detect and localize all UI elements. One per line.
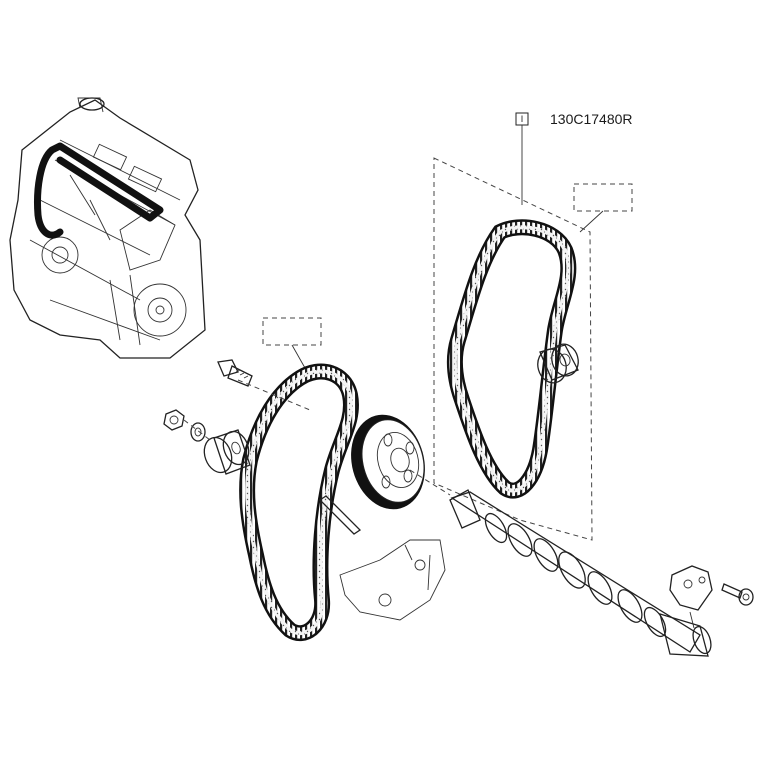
camshaft-sprocket — [351, 414, 425, 510]
reference-code: 130C17480R — [550, 111, 633, 127]
label-placeholder-lower — [262, 317, 322, 346]
kit-boundary-dashed — [433, 157, 593, 541]
kit-timing-belt — [446, 219, 577, 499]
camshaft — [449, 489, 712, 657]
nut — [163, 409, 185, 431]
lower-tensioner-roller — [203, 429, 251, 475]
tensioner-bolt — [217, 359, 253, 387]
label-placeholder-upper — [573, 183, 633, 212]
thrust-plate-bolt — [721, 583, 754, 606]
lower-timing-belt — [239, 363, 359, 642]
dowel-pin — [318, 495, 362, 535]
engine-belt-highlight — [34, 142, 164, 239]
mounting-bracket — [339, 539, 446, 621]
callout-letter: I — [521, 114, 524, 124]
camshaft-thrust-plate — [669, 565, 713, 629]
washer — [190, 422, 206, 442]
kit-tensioner-roller — [537, 343, 579, 384]
engine-block-illustration — [9, 97, 206, 359]
reference-callout: I 130C17480R — [515, 111, 633, 205]
